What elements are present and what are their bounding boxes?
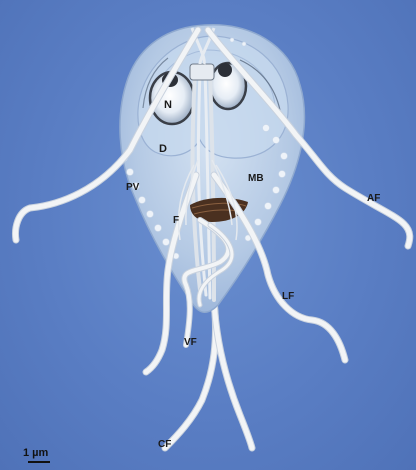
basal-body: [190, 64, 214, 80]
nucleolus-right: [218, 63, 232, 77]
label-adhesive-disc: D: [159, 144, 167, 155]
label-nucleus: N: [164, 100, 172, 111]
label-ventral-flagella: VF: [184, 338, 197, 348]
label-posterolateral-flagella: LF: [282, 292, 294, 302]
scale-bar: [28, 461, 50, 463]
label-funis: F: [173, 216, 179, 226]
label-median-body: MB: [248, 174, 264, 184]
label-caudal-flagella: CF: [158, 440, 171, 450]
label-peripheral-vacuoles: PV: [126, 183, 139, 193]
caudal-flagella: [165, 300, 252, 448]
scale-bar-label: 1 µm: [23, 448, 48, 459]
label-anterior-flagella: AF: [367, 194, 380, 204]
